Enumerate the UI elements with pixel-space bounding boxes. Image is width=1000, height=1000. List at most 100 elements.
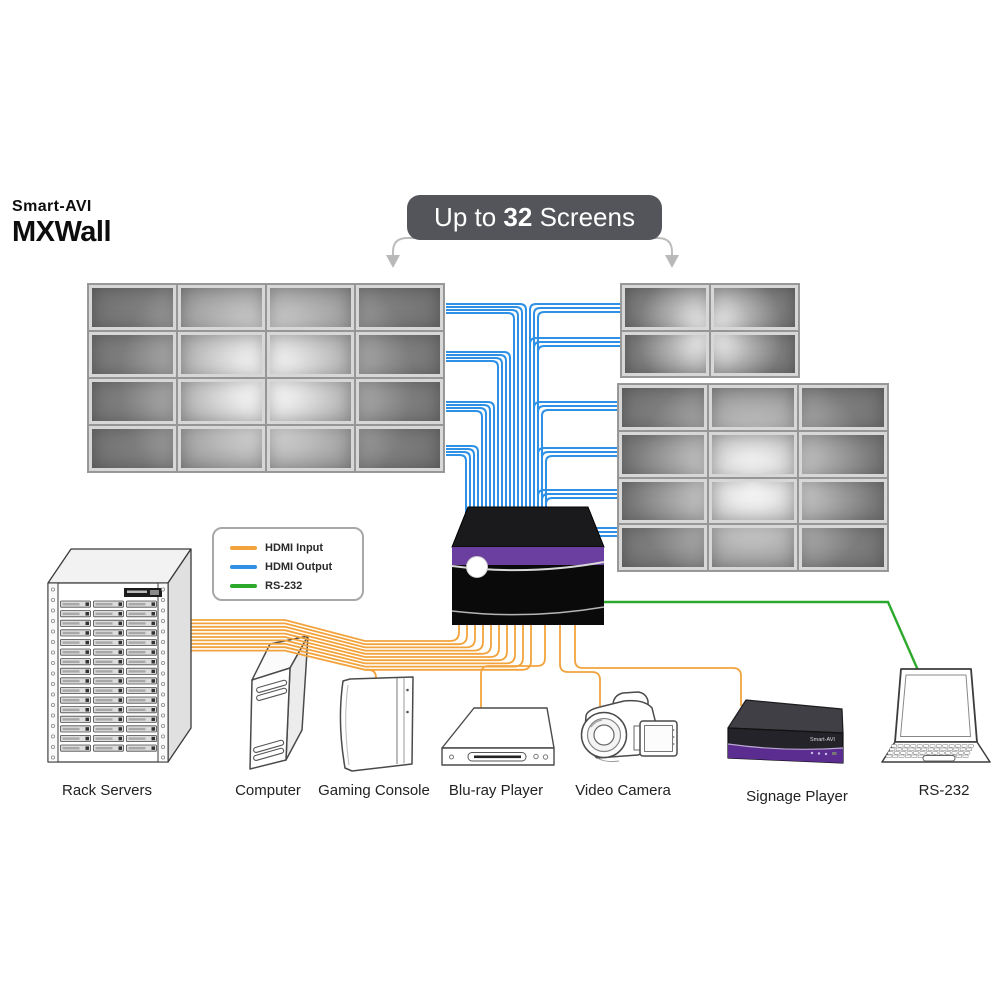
product-name: MXWall <box>12 216 112 248</box>
legend-item-rs232: RS-232 <box>230 576 362 595</box>
cable-blue <box>446 401 495 550</box>
gaming-console-illustration <box>339 676 414 772</box>
screen-cell <box>798 524 888 571</box>
video-wall-right-bottom <box>617 383 889 572</box>
gaming-console-label: Gaming Console <box>318 782 430 799</box>
screen-cell <box>618 477 708 525</box>
screen-cell <box>266 378 355 425</box>
cable-blue <box>541 451 620 550</box>
cable-blue <box>533 401 620 550</box>
screen-cell <box>177 378 266 425</box>
screen-cell <box>88 331 177 378</box>
rs232-laptop-illustration <box>881 668 991 763</box>
cable-orange <box>574 612 742 706</box>
cable-blue <box>446 445 479 550</box>
screen-cell <box>177 425 266 472</box>
cable-orange <box>185 612 516 665</box>
screen-cell <box>798 384 888 431</box>
video-camera-label: Video Camera <box>575 782 671 799</box>
cable-blue <box>537 489 620 550</box>
arrow-down-left-icon <box>386 255 400 268</box>
rs232-swatch <box>230 583 257 588</box>
screens-banner: Up to 32 Screens <box>407 195 662 240</box>
screen-cell <box>798 477 888 525</box>
cable-blue <box>446 407 487 550</box>
cable-blue <box>446 410 483 550</box>
hdmi-output-cables <box>446 303 622 550</box>
arrow-down-right-icon <box>665 255 679 268</box>
screen-cell <box>355 378 444 425</box>
cable-blue <box>545 497 620 550</box>
mxwall-knob <box>466 556 488 578</box>
screen-cell <box>708 430 798 478</box>
screen-cell <box>355 331 444 378</box>
rack-servers-label: Rack Servers <box>61 782 153 799</box>
cable-blue <box>537 345 622 550</box>
cable-blue <box>446 448 475 550</box>
screen-cell <box>266 425 355 472</box>
cable-blue <box>446 354 507 550</box>
signage-player-label: Signage Player <box>746 788 848 805</box>
cable-blue <box>446 351 511 550</box>
cable-orange <box>185 612 476 649</box>
legend-item-hdmi-input: HDMI Input <box>230 538 362 557</box>
blu-ray-player-illustration <box>441 707 555 766</box>
cable-blue <box>446 360 499 550</box>
video-camera-illustration <box>580 691 678 763</box>
cable-blue <box>529 303 622 550</box>
screen-cell <box>621 284 710 331</box>
cable-blue <box>537 405 620 550</box>
screen-cell <box>88 378 177 425</box>
mxwall-purple-band <box>452 547 604 565</box>
screen-cell <box>710 330 799 377</box>
cable-blue <box>537 311 622 550</box>
screen-cell <box>177 331 266 378</box>
screen-cell <box>618 384 708 431</box>
blu-ray-player-label: Blu-ray Player <box>448 782 544 799</box>
screen-cell <box>708 477 798 525</box>
rs232-cable <box>600 600 919 672</box>
screen-cell <box>798 430 888 478</box>
screen-cell <box>621 330 710 377</box>
screen-cell <box>266 331 355 378</box>
cable-orange <box>480 612 546 712</box>
hdmi-output-swatch <box>230 564 257 569</box>
mxwall-unit-illustration <box>451 506 605 625</box>
cable-blue <box>537 447 620 550</box>
cable-orange <box>185 612 460 642</box>
cable-blue <box>541 409 620 550</box>
cable-blue <box>446 312 515 550</box>
cable-blue <box>541 493 620 550</box>
cable-blue <box>446 309 519 550</box>
hdmi-input-swatch <box>230 545 257 550</box>
screen-cell <box>355 425 444 472</box>
screen-cell <box>355 284 444 331</box>
cable-orange <box>185 612 532 671</box>
cable-blue <box>529 337 622 550</box>
cable-orange <box>185 612 484 652</box>
legend-item-hdmi-output: HDMI Output <box>230 557 362 576</box>
screen-cell <box>710 284 799 331</box>
screen-cell <box>708 384 798 431</box>
cable-orange <box>559 612 601 706</box>
cable-blue <box>446 306 523 550</box>
cable-blue <box>446 357 503 550</box>
cable-blue <box>446 451 471 550</box>
cable-blue <box>446 454 467 550</box>
screen-count: 32 <box>503 202 533 232</box>
brand-name: Smart-AVI <box>12 198 92 215</box>
screen-cell <box>177 284 266 331</box>
cable-blue <box>545 455 620 550</box>
screen-cell <box>88 425 177 472</box>
screen-cell <box>618 430 708 478</box>
rack-servers-illustration <box>47 548 192 763</box>
computer-illustration <box>249 635 309 770</box>
screen-cell <box>88 284 177 331</box>
rs232-label: RS-232 <box>918 782 970 799</box>
screens-bracket <box>386 237 679 268</box>
cable-legend: HDMI Input HDMI Output RS-232 <box>212 527 364 601</box>
cable-blue <box>446 303 527 550</box>
screen-cell <box>708 524 798 571</box>
